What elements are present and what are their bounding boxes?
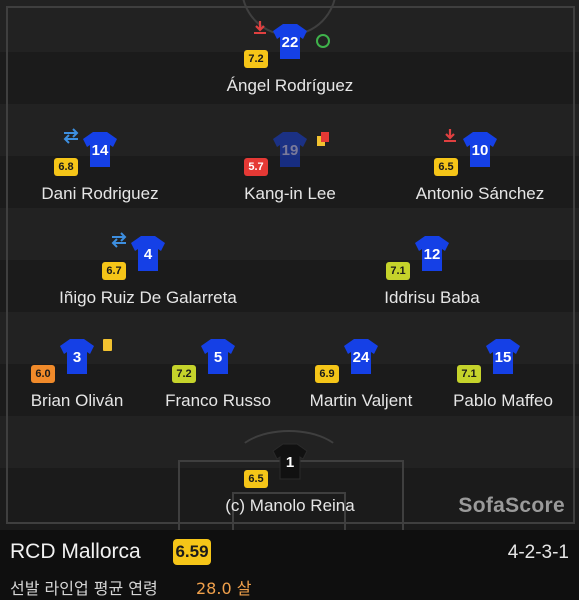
shirt-number: 15 xyxy=(494,349,512,366)
shirt-number: 24 xyxy=(352,349,370,366)
jersey-icon xyxy=(485,337,521,375)
player-name: Antonio Sánchez xyxy=(415,184,545,203)
penalty-arc xyxy=(232,430,346,494)
shirt-number: 1 xyxy=(285,454,295,471)
jersey-icon xyxy=(59,337,95,375)
jersey-icon xyxy=(462,130,498,168)
player-rating: 7.2 xyxy=(244,50,268,68)
shirt-number: 14 xyxy=(91,142,109,159)
sofascore-logo: SofaScore xyxy=(458,494,565,517)
jersey-icon xyxy=(414,234,450,272)
red-card-icon xyxy=(316,132,330,146)
player-rating: 6.5 xyxy=(434,158,458,176)
player-name: Dani Rodriguez xyxy=(41,184,159,203)
jersey-icon xyxy=(130,234,166,272)
player-name: Ángel Rodríguez xyxy=(226,76,354,95)
player-name: Brian Oliván xyxy=(30,391,124,410)
team-rating-badge: 6.59 xyxy=(173,539,211,565)
pitch-stripe xyxy=(0,208,579,260)
jersey-icon xyxy=(272,130,308,168)
team-summary-bar: RCD Mallorca 6.59 4-2-3-1 선발 라인업 평균 연령 2… xyxy=(0,530,579,600)
formation-label: 4-2-3-1 xyxy=(507,542,569,563)
substitution-arrows-icon xyxy=(62,128,80,149)
shirt-number: 10 xyxy=(471,142,489,159)
player-name: Iddrisu Baba xyxy=(384,288,480,307)
player-name: Franco Russo xyxy=(165,391,271,410)
player-name: Iñigo Ruiz De Galarreta xyxy=(59,288,237,307)
jersey-icon xyxy=(343,337,379,375)
shirt-number: 5 xyxy=(213,349,223,366)
player-name: Martin Valjent xyxy=(309,391,413,410)
player-rating: 6.5 xyxy=(244,470,268,488)
yellow-card-icon xyxy=(103,339,112,351)
jersey-icon xyxy=(272,22,308,60)
goalkeeper-jersey-icon xyxy=(272,442,308,480)
average-age-label: 선발 라인업 평균 연령 xyxy=(10,579,158,598)
player-rating: 7.1 xyxy=(386,262,410,280)
jersey-icon xyxy=(82,130,118,168)
substitution-out-icon xyxy=(252,20,268,41)
player-rating: 7.2 xyxy=(172,365,196,383)
player-rating: 5.7 xyxy=(244,158,268,176)
player-name: Kang-in Lee xyxy=(244,184,336,203)
shirt-number: 22 xyxy=(281,34,299,51)
jersey-icon xyxy=(200,337,236,375)
shirt-number: 4 xyxy=(143,246,153,263)
player-name: (c) Manolo Reina xyxy=(225,496,355,515)
shirt-number: 3 xyxy=(72,349,82,366)
pitch: 22 7.2 Ángel Rodríguez 14 6.8 Dani Rodri… xyxy=(0,0,579,530)
shirt-number: 12 xyxy=(423,246,441,263)
player-rating: 6.0 xyxy=(31,365,55,383)
player-rating: 6.8 xyxy=(54,158,78,176)
shirt-number: 19 xyxy=(281,142,299,159)
player-rating: 6.9 xyxy=(315,365,339,383)
player-name: Pablo Maffeo xyxy=(453,391,553,410)
player-rating: 7.1 xyxy=(457,365,481,383)
player-rating: 6.7 xyxy=(102,262,126,280)
substitution-out-icon xyxy=(442,128,458,149)
pitch-stripe xyxy=(0,312,579,364)
substitution-arrows-icon xyxy=(110,232,128,253)
average-age-value: 28.0 살 xyxy=(196,579,252,598)
team-name[interactable]: RCD Mallorca xyxy=(10,540,141,563)
goal-ball-icon xyxy=(316,34,330,48)
